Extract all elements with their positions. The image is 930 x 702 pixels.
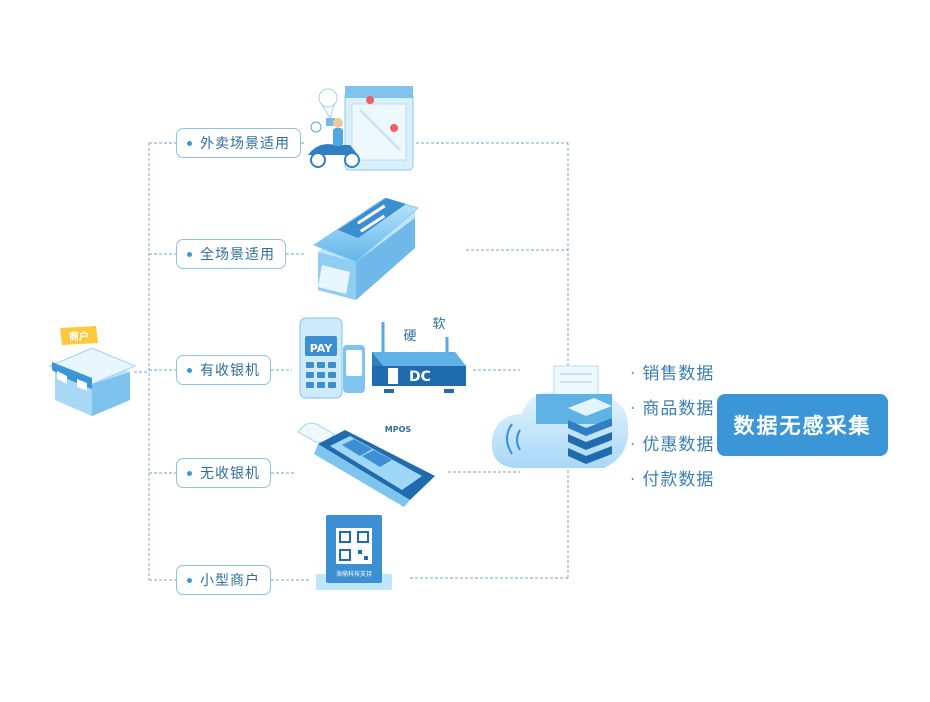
pos-pay-text: PAY — [310, 342, 334, 355]
bullet-dot: · — [630, 399, 637, 419]
bullet-dot — [187, 140, 192, 146]
result-label: 数据无感采集 — [733, 414, 872, 438]
scene-label-text: 外卖场景适用 — [200, 136, 290, 152]
scene-label-all-scenes: 全场景适用 — [176, 239, 286, 269]
scene-label-delivery: 外卖场景适用 — [176, 128, 301, 158]
bullet-dot: · — [630, 470, 637, 490]
scene-label-no-cashier: 无收银机 — [176, 458, 271, 488]
mpos-illustration — [297, 422, 435, 507]
data-output-products: ·商品数据 — [630, 394, 714, 419]
data-output-text: 付款数据 — [642, 470, 715, 490]
qr-stand-caption: 海鼎科技支持 — [336, 570, 372, 578]
data-output-text: 优惠数据 — [642, 435, 715, 455]
bullet-dot — [187, 367, 192, 373]
router-brand-text: DC — [409, 369, 431, 385]
scene-label-text: 全场景适用 — [200, 247, 275, 263]
merchant-shop-icon — [48, 326, 137, 416]
delivery-scene-illustration — [308, 86, 414, 171]
connector-lines — [134, 142, 569, 581]
bullet-dot — [187, 251, 192, 257]
data-output-payments: ·付款数据 — [630, 465, 714, 490]
qr-stand-illustration — [316, 515, 392, 590]
data-output-discounts: ·优惠数据 — [630, 430, 714, 455]
software-label: 软 — [432, 317, 445, 332]
cloud-server-icon — [491, 365, 629, 468]
bullet-dot — [187, 577, 192, 583]
data-output-text: 销售数据 — [642, 364, 715, 384]
mpos-label: MPOS — [385, 425, 412, 434]
scene-label-with-cashier: 有收银机 — [176, 355, 271, 385]
bullet-dot: · — [630, 364, 637, 384]
data-output-sales: ·销售数据 — [630, 359, 714, 384]
scene-label-text: 小型商户 — [200, 573, 260, 589]
router-box-illustration — [372, 322, 466, 393]
receipt-printer-illustration — [312, 186, 420, 300]
data-output-text: 商品数据 — [642, 399, 715, 419]
scene-label-text: 有收银机 — [200, 363, 260, 379]
bullet-dot: · — [630, 435, 637, 455]
pos-terminal-illustration — [299, 317, 365, 399]
scene-label-small-merchant: 小型商户 — [176, 565, 271, 595]
merchant-sign-text: 商户 — [69, 330, 89, 343]
hardware-label: 硬 — [403, 329, 416, 344]
bullet-dot — [187, 470, 192, 476]
result-box: 数据无感采集 — [717, 394, 888, 456]
scene-label-text: 无收银机 — [200, 466, 260, 482]
